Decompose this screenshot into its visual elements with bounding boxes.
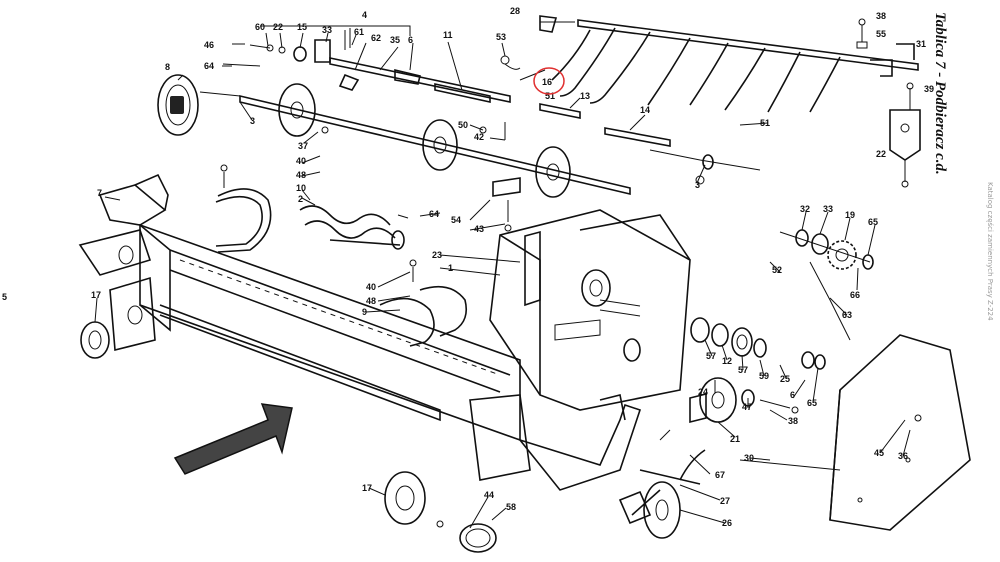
tine-reel-assembly xyxy=(539,15,921,188)
part-label-53: 53 xyxy=(496,32,506,42)
part-label-44: 44 xyxy=(484,490,494,500)
direction-arrow-icon xyxy=(173,403,293,475)
part-label-46: 46 xyxy=(204,40,214,50)
part-label-52: 52 xyxy=(772,265,782,275)
highlighted-part-label: 16 xyxy=(542,77,552,87)
part-label-13: 13 xyxy=(580,91,590,101)
part-label-40: 40 xyxy=(366,282,376,292)
part-label-6: 6 xyxy=(790,390,795,400)
part-label-8: 8 xyxy=(165,62,170,72)
part-label-4: 4 xyxy=(362,10,367,20)
edge-mark: 5 xyxy=(2,292,7,302)
part-label-33: 33 xyxy=(322,25,332,35)
part-label-10: 10 xyxy=(296,183,306,193)
part-label-60: 60 xyxy=(255,22,265,32)
part-label-25: 25 xyxy=(780,374,790,384)
part-label-55: 55 xyxy=(876,29,886,39)
part-label-2: 2 xyxy=(298,194,303,204)
part-label-51: 51 xyxy=(760,118,770,128)
part-label-43: 43 xyxy=(474,224,484,234)
main-frame xyxy=(78,173,642,553)
part-label-31: 31 xyxy=(916,39,926,49)
part-label-11: 11 xyxy=(443,30,453,40)
part-label-51: 51 xyxy=(545,91,555,101)
part-label-17: 17 xyxy=(362,483,372,493)
part-label-61: 61 xyxy=(354,27,364,37)
part-label-65: 65 xyxy=(807,398,817,408)
part-label-17: 17 xyxy=(91,290,101,300)
part-label-64: 64 xyxy=(204,61,214,71)
drive-assembly xyxy=(618,229,971,539)
diagram-title: Tablica 7 - Podbieracz c.d. xyxy=(932,12,948,175)
part-label-6: 6 xyxy=(408,35,413,45)
part-label-12: 12 xyxy=(722,356,732,366)
part-label-62: 62 xyxy=(371,33,381,43)
part-label-39: 39 xyxy=(924,84,934,94)
part-label-14: 14 xyxy=(640,105,650,115)
part-label-59: 59 xyxy=(759,371,769,381)
part-label-45: 45 xyxy=(874,448,884,458)
title-group: Tablica 7 - Podbieracz c.d. Katalog częś… xyxy=(2,12,994,321)
part-label-3: 3 xyxy=(695,180,700,190)
part-labels: 28 38 55 31 39 51 22 3 60 22 15 4 46 33 … xyxy=(91,6,934,528)
part-label-32: 32 xyxy=(800,204,810,214)
leader-lines xyxy=(94,32,911,529)
part-label-28: 28 xyxy=(510,6,520,16)
part-label-21: 21 xyxy=(730,434,740,444)
part-label-58: 58 xyxy=(506,502,516,512)
part-label-40: 40 xyxy=(296,156,306,166)
part-label-7: 7 xyxy=(97,188,102,198)
part-label-47: 47 xyxy=(742,402,752,412)
highlight-ring xyxy=(533,67,565,95)
part-label-1: 1 xyxy=(448,263,453,273)
part-label-38: 38 xyxy=(788,416,798,426)
highlight-marker: 16 xyxy=(533,67,565,95)
shaft-assembly xyxy=(157,25,761,198)
gearbox-housing xyxy=(489,177,691,411)
part-label-22: 22 xyxy=(273,22,283,32)
part-label-64: 64 xyxy=(429,209,439,219)
part-label-9: 9 xyxy=(362,307,367,317)
auger-assembly xyxy=(215,164,468,347)
part-label-36: 36 xyxy=(898,451,908,461)
part-label-35: 35 xyxy=(390,35,400,45)
part-label-63: 63 xyxy=(842,310,852,320)
part-label-67: 67 xyxy=(715,470,725,480)
part-label-48: 48 xyxy=(366,296,376,306)
part-label-42: 42 xyxy=(474,132,484,142)
part-label-57: 57 xyxy=(738,365,748,375)
part-label-27: 27 xyxy=(720,496,730,506)
part-label-50: 50 xyxy=(458,120,468,130)
part-label-30: 30 xyxy=(744,453,754,463)
part-label-54: 54 xyxy=(451,215,461,225)
part-label-38: 38 xyxy=(876,11,886,21)
part-label-65: 65 xyxy=(868,217,878,227)
part-label-24: 24 xyxy=(698,387,708,397)
part-label-15: 15 xyxy=(297,22,307,32)
catalog-side-text: Katalog części zamiennych Prasy Z-224 xyxy=(986,182,994,321)
part-label-3: 3 xyxy=(250,116,255,126)
part-label-26: 26 xyxy=(722,518,732,528)
part-label-33: 33 xyxy=(823,204,833,214)
part-label-66: 66 xyxy=(850,290,860,300)
part-label-23: 23 xyxy=(432,250,442,260)
part-label-19: 19 xyxy=(845,210,855,220)
part-label-22: 22 xyxy=(876,149,886,159)
part-label-57: 57 xyxy=(706,351,716,361)
part-label-37: 37 xyxy=(298,141,308,151)
part-label-48: 48 xyxy=(296,170,306,180)
